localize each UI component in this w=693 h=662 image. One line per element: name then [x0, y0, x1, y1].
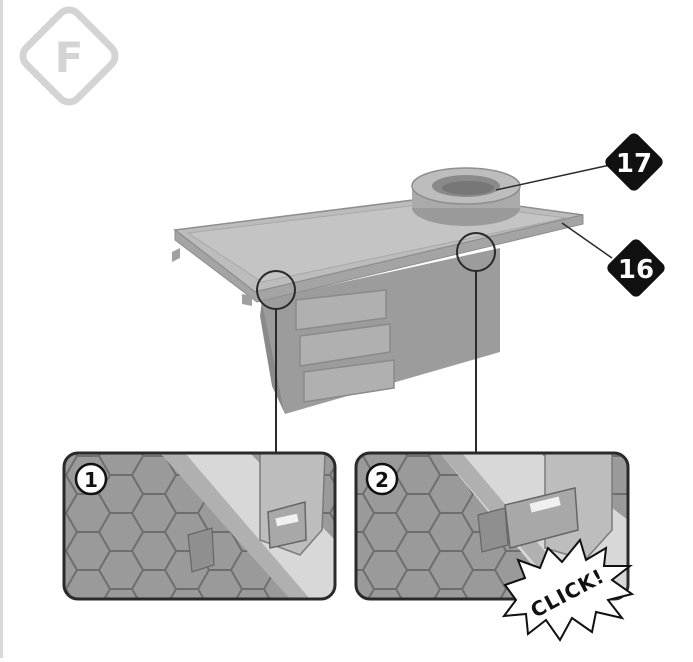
- inset-step-number: 1: [84, 468, 98, 492]
- inset-step-marker: [365, 462, 399, 496]
- callout-number: 16: [618, 255, 654, 285]
- left-margin-rule: [0, 0, 3, 658]
- panel-step: [295, 289, 387, 331]
- detail-inset: 1: [62, 451, 337, 601]
- callout-badge: 16: [607, 239, 665, 297]
- step-badge-letter: F: [55, 33, 84, 82]
- shelf-tab: [172, 248, 180, 262]
- inset-step-number: 2: [375, 468, 389, 492]
- step-badge: F: [19, 6, 119, 106]
- feeding-bowl: [411, 167, 521, 226]
- panel-step: [299, 323, 391, 367]
- inset-step-marker: [74, 462, 108, 496]
- callout-badge: 17: [605, 133, 663, 191]
- step-badge-diamond: [19, 6, 119, 106]
- shelf-tab: [242, 294, 252, 306]
- click-burst: CLICK!: [501, 537, 635, 642]
- front-panel-edge: [260, 300, 285, 414]
- panel-step: [303, 359, 395, 403]
- product-view: [172, 167, 584, 453]
- click-burst-shape: [501, 537, 635, 642]
- callout-leader: [495, 164, 611, 191]
- shelf-rim: [174, 214, 584, 303]
- callout-leader: [561, 222, 613, 259]
- callout-number: 17: [616, 149, 652, 179]
